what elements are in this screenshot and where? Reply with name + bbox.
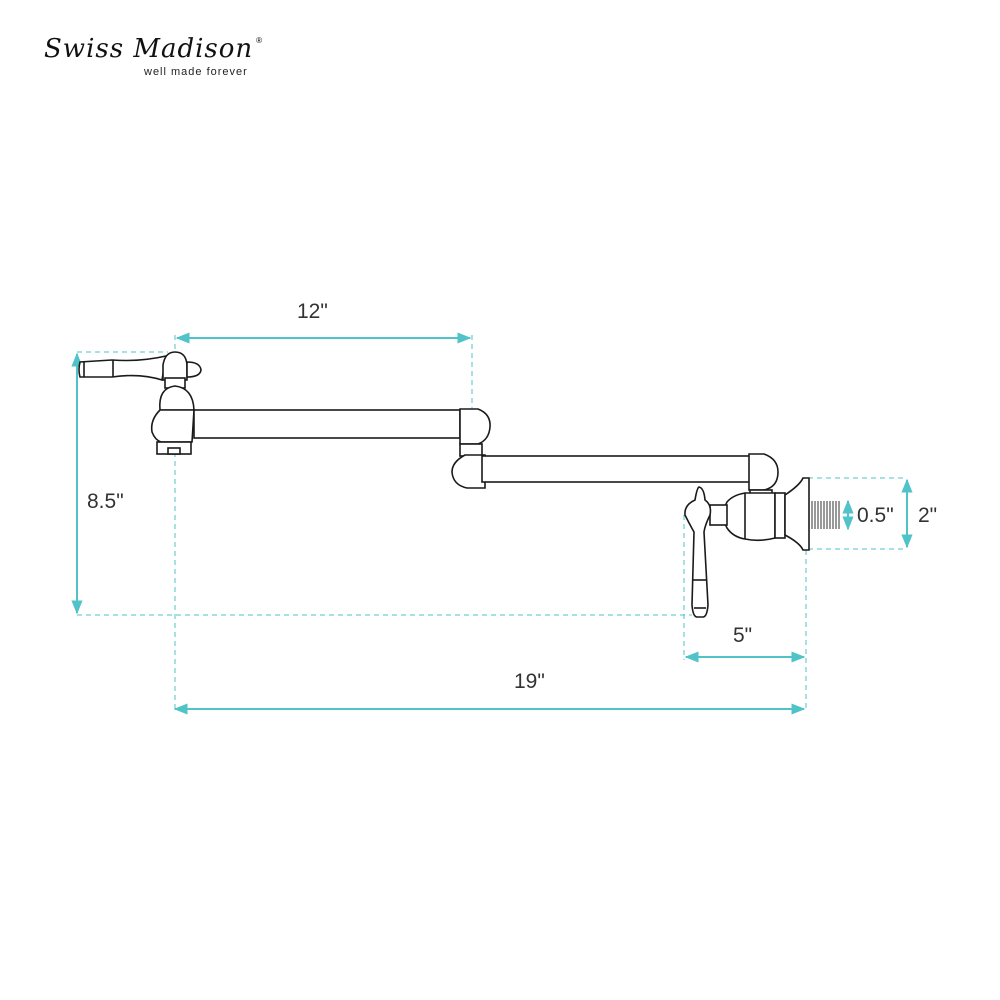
wall-mount-body bbox=[722, 492, 776, 542]
registered-mark: ® bbox=[256, 36, 263, 45]
lower-elbow bbox=[451, 454, 486, 489]
brand-logo: Swiss Madison ® well made forever bbox=[44, 34, 262, 79]
brand-name: Swiss Madison bbox=[44, 34, 254, 64]
left-spout-body bbox=[158, 385, 195, 411]
brand-tagline: well made forever bbox=[144, 66, 248, 78]
lower-swing-arm bbox=[481, 455, 751, 483]
upper-elbow bbox=[459, 408, 491, 445]
extension-lines bbox=[77, 335, 907, 712]
inlet-threads bbox=[811, 501, 840, 529]
left-handle bbox=[78, 354, 167, 382]
wall-flange bbox=[784, 477, 810, 551]
dimension-arrows bbox=[71, 332, 913, 715]
right-elbow bbox=[748, 453, 779, 491]
brand-row: Swiss Madison ® bbox=[44, 34, 262, 64]
dim-label-12: 12" bbox=[297, 300, 328, 323]
dim-label-8-5: 8.5" bbox=[87, 490, 124, 513]
upper-swing-arm bbox=[193, 409, 461, 439]
right-handle bbox=[684, 486, 712, 618]
left-valve-cap bbox=[162, 351, 188, 381]
pot-filler-outline bbox=[78, 351, 810, 618]
dim-label-0-5: 0.5" bbox=[857, 504, 894, 527]
dim-label-2: 2" bbox=[918, 504, 938, 527]
dim-label-19: 19" bbox=[514, 670, 545, 693]
dim-label-5: 5" bbox=[733, 624, 753, 647]
